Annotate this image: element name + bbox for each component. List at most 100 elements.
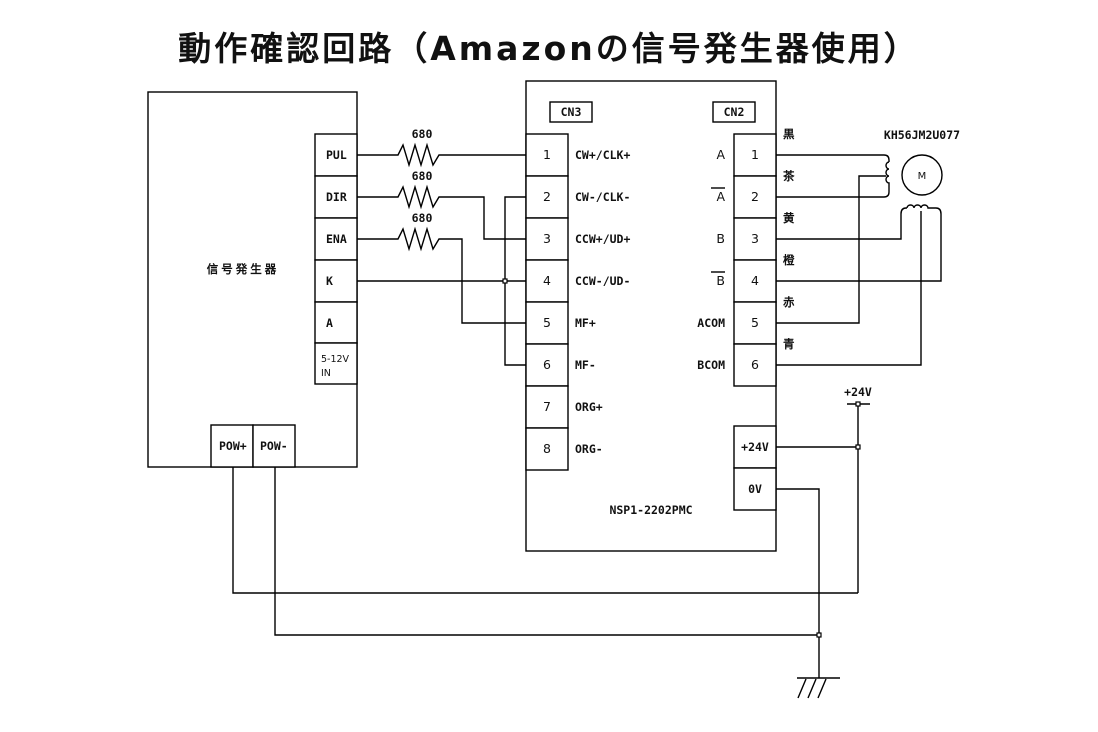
resistor-pul-wire (357, 142, 527, 168)
terminal-in (314, 342, 358, 385)
wire-color-label: 黄 (783, 211, 795, 225)
motor-symbol-circle (901, 154, 943, 196)
terminal-0v (733, 467, 777, 511)
signal-generator-power-terminals: POW+ POW- (210, 424, 296, 468)
terminal-a-label: A (326, 316, 333, 330)
wire-bcom (776, 211, 922, 366)
cn2-pin-number: 2 (751, 189, 759, 204)
cn3-label: CN3 (561, 105, 582, 119)
cn2-pin-number: 1 (751, 147, 759, 162)
cn3-label-box (549, 101, 593, 123)
wire-0v-ground (776, 488, 820, 678)
signal-generator: 信号発生器 PUL DIR ENA K A 5-12V IN POW+ POW- (147, 91, 358, 468)
coil-a-icon (885, 161, 890, 190)
junction-dot (855, 444, 861, 450)
wire-acom (776, 175, 886, 324)
cn3-pin-3 (525, 217, 569, 261)
resistor-dir-wire (357, 184, 527, 240)
coil-a-leads (776, 154, 890, 198)
cn3-pin-signal: CCW+/UD+ (575, 232, 630, 246)
resistor-ena-wire (357, 226, 527, 324)
driver-model: NSP1-2202PMC (609, 503, 692, 517)
cn3-pin-number: 2 (543, 189, 551, 204)
cn2-pin-signal: A (716, 147, 725, 162)
signal-generator-label: 信号発生器 (207, 262, 280, 276)
cn3-pin-6 (525, 343, 569, 387)
cn2-label: CN2 (724, 105, 745, 119)
ground-icon (797, 677, 840, 699)
junction-dot (816, 632, 822, 638)
cn3-pin-number: 6 (543, 357, 551, 372)
terminal-dir-label: DIR (326, 190, 347, 204)
cn2-pin-6 (733, 343, 777, 387)
wire-pow-minus (274, 467, 819, 636)
junction-dot (502, 278, 508, 284)
cn3-pin-number: 5 (543, 315, 551, 330)
input-wiring: 680 680 680 (357, 127, 527, 366)
supply-24v-label: +24V (844, 385, 872, 399)
terminal-pul-label: PUL (326, 148, 347, 162)
coil-b-leads (776, 207, 942, 282)
cn3-connector: 1 CW+/CLK+ 2 CW-/CLK- 3 CCW+/UD+ 4 CCW-/UD- 5 MF+… (525, 133, 630, 471)
cn3-pin-signal: CW-/CLK- (575, 190, 630, 204)
terminal-pow-minus-label: POW- (260, 439, 288, 453)
driver-power-terminals: +24V 0V (733, 425, 777, 511)
terminal-k-label: K (326, 274, 333, 288)
cn3-pin-signal: ORG- (575, 442, 603, 456)
wire-pow-plus (232, 467, 858, 594)
terminal-in-label-line2: IN (321, 368, 331, 379)
terminal-in-label-line1: 5-12V (321, 354, 350, 365)
cn3-pin-1 (525, 133, 569, 177)
terminal-ena-label: ENA (326, 232, 347, 246)
junction-dot (855, 401, 861, 407)
wire-color-label: 橙 (783, 253, 795, 267)
wire-color-label: 黒 (783, 127, 795, 141)
cn2-pin-number: 4 (751, 273, 759, 288)
resistor-value: 680 (412, 211, 433, 225)
terminal-pul (314, 133, 358, 177)
cn2-pin-2 (733, 175, 777, 219)
cn2-pin-signal: B (716, 273, 725, 288)
cn3-pin-number: 8 (543, 441, 551, 456)
cn3-pin-7 (525, 385, 569, 429)
cn2-pin-signal: BCOM (697, 358, 725, 372)
cn2-pin-signal: B (716, 231, 725, 246)
wire-color-label: 赤 (783, 295, 795, 309)
stepper-driver: CN3 CN2 NSP1-2202PMC 1 CW+/CLK+ 2 CW-/CLK- 3… (525, 80, 777, 552)
wire-color-label: 茶 (782, 169, 795, 183)
terminal-dir (314, 175, 358, 219)
cn3-pin-number: 3 (543, 231, 551, 246)
resistor-value: 680 (412, 127, 433, 141)
terminal-k (314, 259, 358, 303)
cn3-pin-number: 4 (543, 273, 551, 288)
signal-generator-terminals: PUL DIR ENA K A 5-12V IN (314, 133, 358, 385)
cn3-pin-8 (525, 427, 569, 471)
cn3-pin-signal: MF+ (575, 316, 596, 330)
stepper-motor: KH56JM2U077 M (776, 128, 960, 366)
cn2-pin-signal: ACOM (697, 316, 725, 330)
cn3-pin-signal: MF- (575, 358, 596, 372)
terminal-pow-plus-label: POW+ (219, 439, 247, 453)
power-wiring: +24V (232, 385, 872, 699)
terminal-pow-plus (210, 424, 254, 468)
cn3-pin-4 (525, 259, 569, 303)
motor-model: KH56JM2U077 (884, 128, 960, 142)
motor-symbol-label: M (918, 171, 927, 182)
terminal-24v-label: +24V (741, 440, 769, 454)
cn3-pin-5 (525, 301, 569, 345)
terminal-pow-minus (252, 424, 296, 468)
resistor-value: 680 (412, 169, 433, 183)
cn2-pin-number: 5 (751, 315, 759, 330)
cn3-pin-signal: CCW-/UD- (575, 274, 630, 288)
cn3-pin-signal: CW+/CLK+ (575, 148, 630, 162)
terminal-0v-label: 0V (748, 482, 762, 496)
cn2-pin-number: 3 (751, 231, 759, 246)
terminal-a (314, 301, 358, 344)
cn2-pin-signal: A (716, 189, 725, 204)
cn2-pin-number: 6 (751, 357, 759, 372)
cn3-pin-number: 1 (543, 147, 551, 162)
cn3-pin-signal: ORG+ (575, 400, 603, 414)
